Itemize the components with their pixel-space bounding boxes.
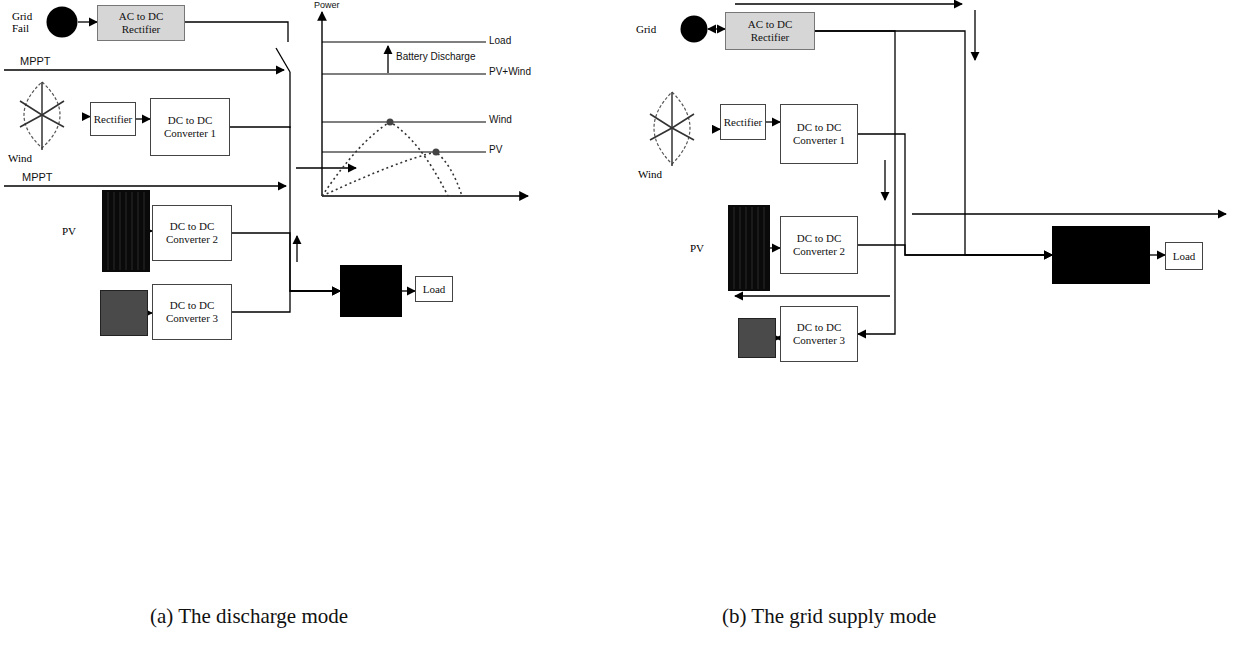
open-switch (276, 48, 290, 72)
power-connector (232, 233, 340, 291)
power-connector (1150, 254, 1165, 255)
battery (100, 290, 148, 336)
power-connector (815, 31, 895, 334)
power-chart (322, 12, 528, 196)
chart-label: Power (314, 0, 340, 10)
box-label: DC to DC Converter 1 (155, 114, 225, 139)
figure-caption: (b) The grid supply mode (722, 604, 936, 629)
box-label: DC to DC Converter 2 (785, 232, 853, 257)
flow-arrow (735, 3, 962, 4)
converter-box: Load (1165, 242, 1203, 270)
mppt-label: MPPT (22, 171, 53, 183)
power-connector (78, 21, 97, 22)
grid-wire (185, 22, 288, 42)
power-connector (712, 129, 720, 130)
rectifier-box: AC to DC Rectifier (97, 5, 185, 41)
converter-box: DC to DC Converter 3 (780, 306, 858, 362)
power-connector (82, 116, 90, 117)
power-connector (770, 247, 780, 248)
flow-arrow (884, 160, 885, 200)
source-label: Wind (2, 152, 82, 164)
box-label: Rectifier (94, 113, 132, 126)
power-connector (766, 121, 780, 122)
inverter-box (1052, 226, 1150, 284)
power-connector (230, 127, 340, 291)
mppt-arrow (4, 69, 284, 70)
box-label: DC to DC Converter 1 (785, 121, 853, 146)
box-label: DC to DC Converter 3 (785, 321, 853, 346)
grid-circle (680, 15, 708, 43)
power-connector (232, 291, 340, 312)
converter-box: Rectifier (720, 104, 766, 140)
converter-box: Rectifier (90, 102, 136, 136)
power-connector (708, 28, 725, 29)
power-connector (136, 118, 150, 119)
wind-turbine-icon (632, 88, 712, 168)
box-label: AC to DC Rectifier (730, 18, 810, 43)
chart-label: Load (489, 35, 511, 46)
figure-caption: (a) The discharge mode (150, 604, 348, 629)
flow-arrow (296, 167, 356, 168)
converter-box: DC to DC Converter 2 (152, 205, 232, 261)
dc-bus (289, 72, 290, 128)
pv-panel: PV (690, 205, 770, 291)
converter-box: DC to DC Converter 1 (780, 104, 858, 164)
battery (738, 318, 776, 358)
grid-source: Grid (636, 12, 708, 46)
chart-label: Wind (489, 114, 512, 125)
converter-box: DC to DC Converter 3 (152, 284, 232, 340)
chart-label: Battery Discharge (396, 51, 475, 62)
box-label: AC to DC Rectifier (102, 10, 180, 35)
power-connector (402, 290, 415, 291)
power-connector (858, 245, 1052, 255)
grid-label: Grid Fail (12, 10, 40, 34)
source-label: Wind (632, 168, 712, 180)
flow-arrow (735, 295, 890, 296)
converter-box: DC to DC Converter 2 (780, 216, 858, 274)
wind-turbine: Wind (632, 88, 712, 186)
wind-turbine: Wind (2, 78, 82, 170)
rectifier-box: AC to DC Rectifier (725, 12, 815, 50)
pv-panel: PV (62, 190, 150, 272)
flow-arrow (296, 236, 297, 262)
mppt-label: MPPT (20, 55, 51, 67)
inverter-box (340, 265, 402, 317)
mppt-arrow (4, 185, 286, 186)
pv-array (728, 205, 770, 291)
source-label: PV (690, 242, 726, 254)
flow-arrow (912, 213, 1226, 214)
pv-array (102, 190, 150, 272)
box-label: Rectifier (724, 116, 762, 129)
wind-turbine-icon (2, 78, 82, 152)
box-label: DC to DC Converter 3 (157, 299, 227, 324)
source-label: PV (62, 225, 96, 237)
box-label: Load (1173, 250, 1196, 263)
box-label: DC to DC Converter 2 (157, 220, 227, 245)
flow-arrow (974, 10, 975, 60)
converter-box: DC to DC Converter 1 (150, 98, 230, 156)
power-connector (858, 134, 1052, 255)
box-label: Load (423, 283, 446, 296)
chart-label: PV (489, 144, 502, 155)
converter-box: Load (415, 276, 453, 302)
grid-circle (46, 6, 78, 38)
grid-label: Grid (636, 23, 672, 35)
chart-label: PV+Wind (489, 66, 531, 77)
grid-source: Grid Fail (12, 4, 78, 40)
